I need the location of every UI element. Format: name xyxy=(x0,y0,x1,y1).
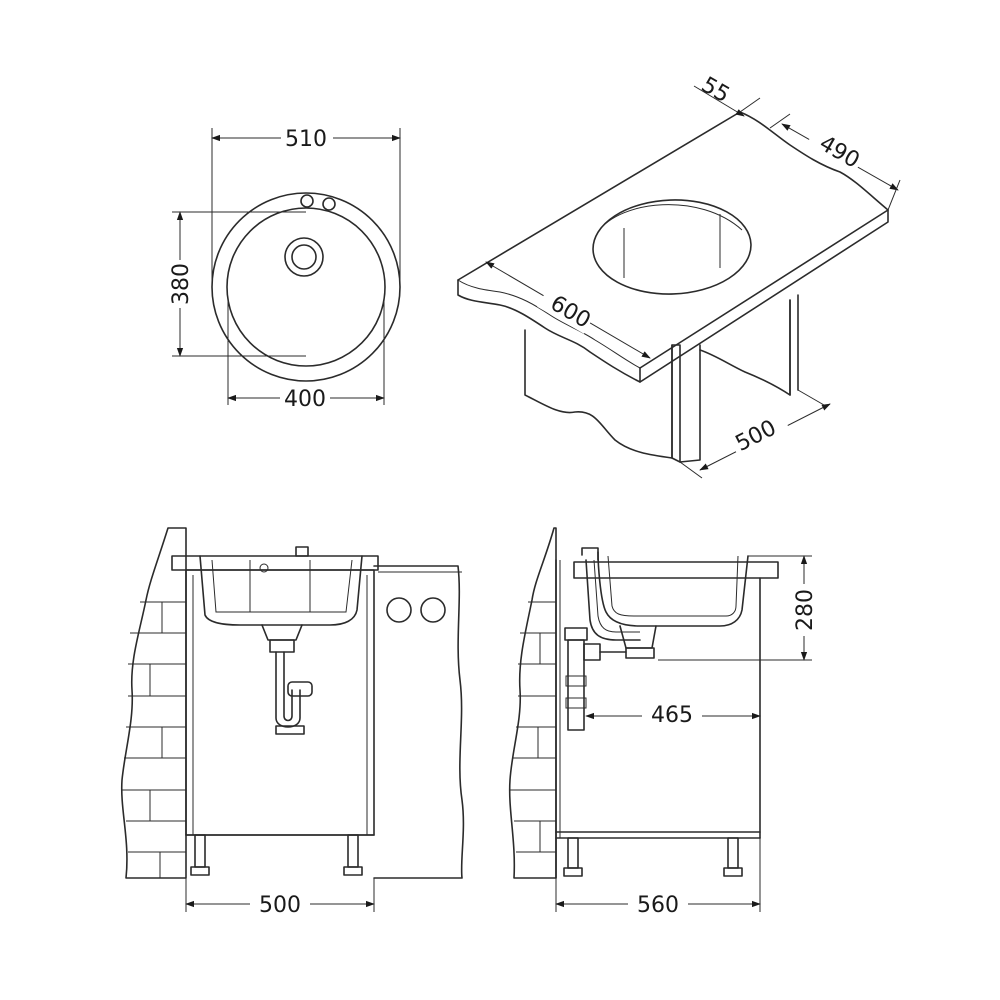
sink-outer-rim xyxy=(211,192,401,382)
dim-label-280: 280 xyxy=(793,589,818,631)
brick-wall-left xyxy=(120,527,187,879)
top-view: 510 380 400 xyxy=(168,126,401,412)
side-view: 280 465 560 xyxy=(508,527,818,918)
tap-hole-2 xyxy=(322,197,336,211)
front-leg-right xyxy=(347,834,359,868)
cabinet-side-panel xyxy=(699,299,791,396)
drain-inner xyxy=(291,244,317,270)
side-worktop xyxy=(573,561,779,579)
tap-hole-1 xyxy=(300,194,314,208)
dim-label-465: 465 xyxy=(651,703,693,728)
front-leg-left xyxy=(194,834,206,868)
side-sink-bowl xyxy=(597,551,749,627)
front-sink-bowl xyxy=(199,555,363,626)
dim-label-500-front: 500 xyxy=(259,893,301,918)
dim-label-510: 510 xyxy=(285,127,327,152)
dim-label-380: 380 xyxy=(169,263,194,305)
cabinet-corner xyxy=(671,344,681,463)
perspective-view: 55 490 600 500 xyxy=(457,73,901,479)
dim-label-400: 400 xyxy=(284,387,326,412)
neighbour-cabinet xyxy=(373,565,465,879)
dim-label-560: 560 xyxy=(637,893,679,918)
dim-label-55: 55 xyxy=(697,73,734,109)
sink-bowl-outline xyxy=(226,207,386,367)
brick-wall-side xyxy=(508,527,557,879)
cabinet-front-panel xyxy=(524,329,673,459)
sink-cutout xyxy=(592,199,752,295)
front-drain-trap xyxy=(261,624,303,641)
overflow-pipe xyxy=(585,559,641,641)
side-waste-pipe xyxy=(567,639,585,731)
drain-outer xyxy=(284,237,324,277)
dim-line-55 xyxy=(693,85,745,117)
front-view: 500 xyxy=(120,527,465,918)
front-worktop xyxy=(171,555,379,571)
worktop-side-edge xyxy=(639,209,889,383)
